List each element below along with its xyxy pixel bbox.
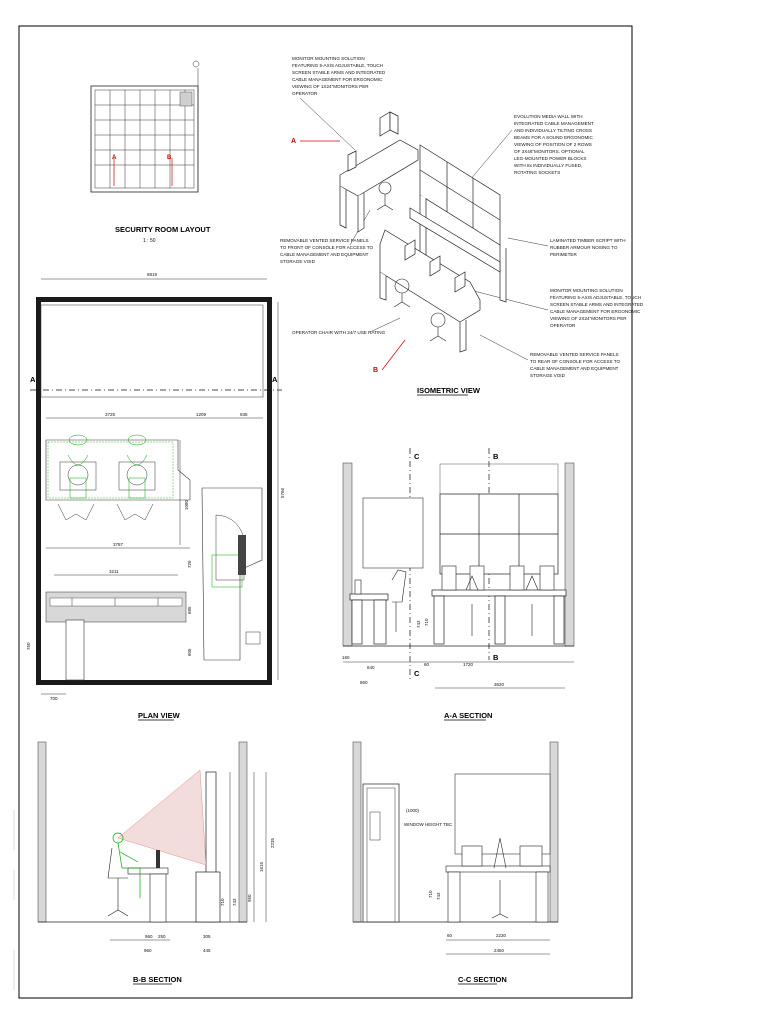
dim-605: 605 bbox=[187, 648, 192, 656]
note-monitor-a-6: OPERATOR bbox=[292, 91, 318, 96]
cc-window-label: WINDOW HEIGHT TBC bbox=[404, 822, 453, 827]
plan-marker-a-left: A bbox=[30, 375, 36, 384]
bb-dim-445: 445 bbox=[203, 948, 211, 953]
note-service-front-1: REMOVABLE VENTED SERVICE PANELS bbox=[280, 238, 369, 243]
note-media-wall-3: AND INDIVIDUALLY TILTING CROSS bbox=[514, 128, 592, 133]
note-monitor-b-1: MONITOR MOUNTING SOLUTION bbox=[550, 288, 623, 293]
bb-dim-305: 305 bbox=[203, 934, 211, 939]
note-service-front-2: TO FRONT OF CONSOLE FOR ACCESS TO bbox=[280, 245, 374, 250]
aa-marker-c-bottom: C bbox=[414, 669, 420, 678]
bb-dim-2235: 2235 bbox=[270, 837, 275, 848]
aa-dim-3620: 3620 bbox=[494, 682, 505, 687]
aa-dim-710: 710 bbox=[424, 618, 429, 626]
note-timber-2: RUBBER ARMOUR NOSING TO bbox=[550, 245, 618, 250]
note-service-front-4: STORAGE VOID bbox=[280, 259, 316, 264]
bb-section: 710 743 950 1615 2235 960 250 960 305 44… bbox=[37, 741, 275, 985]
aa-dim-743: 743 bbox=[416, 620, 421, 628]
isometric-title: ISOMETRIC VIEW bbox=[417, 386, 481, 395]
note-service-rear-3: CABLE MANAGEMENT AND EQUIPMENT bbox=[530, 366, 619, 371]
aa-dim-640: 640 bbox=[367, 665, 375, 670]
bb-dim-1615: 1615 bbox=[259, 861, 264, 872]
dim-3211: 3211 bbox=[109, 569, 119, 574]
cc-section: (1000) WINDOW HEIGHT TBC 743 710 60 2230… bbox=[352, 741, 559, 985]
dim-plan-width: 6819 bbox=[147, 272, 158, 277]
bb-title: B-B SECTION bbox=[133, 975, 182, 984]
bb-dim-250: 250 bbox=[158, 934, 166, 939]
iso-marker-a: A bbox=[291, 138, 296, 145]
dim-plan-height: 5766 bbox=[280, 487, 285, 498]
bb-dim-960b: 960 bbox=[144, 948, 152, 953]
cc-dim-743: 743 bbox=[436, 892, 441, 900]
key-marker-a: A bbox=[112, 155, 117, 161]
iso-marker-b: B bbox=[373, 367, 378, 374]
cc-title: C-C SECTION bbox=[458, 975, 507, 984]
note-media-wall-1: EVOLUTION MEDIA WALL WITH bbox=[514, 114, 583, 119]
note-media-wall-9: ROTATING SOCKETS bbox=[514, 170, 560, 175]
isometric-view: MONITOR MOUNTING SOLUTION FEATURING 5-AX… bbox=[280, 56, 644, 396]
note-media-wall-8: WITH 8x INDIVIDUALLY FUSED, bbox=[514, 163, 582, 168]
note-monitor-b-5: VIEWING OF 2X24"MONITORS PER bbox=[550, 316, 627, 321]
note-monitor-a-2: FEATURING 5-AXIS ADJUSTABLE, TOUCH bbox=[292, 63, 383, 68]
note-monitor-a-1: MONITOR MOUNTING SOLUTION bbox=[292, 56, 365, 61]
dim-685: 685 bbox=[187, 606, 192, 614]
aa-dim-60: 60 bbox=[424, 662, 430, 667]
aa-dim-860: 860 bbox=[360, 680, 368, 685]
note-monitor-b-4: CABLE MANAGEMENT FOR ERGONOMIC bbox=[550, 309, 641, 314]
note-monitor-a-4: CABLE MANAGEMENT FOR ERGONOMIC bbox=[292, 77, 383, 82]
note-timber-1: LAMINATED TIMBER SCRIPT WITH bbox=[550, 238, 626, 243]
note-service-rear-4: STORAGE VOID bbox=[530, 373, 566, 378]
note-monitor-b-6: OPERATOR bbox=[550, 323, 576, 328]
note-timber-3: PERIMETER bbox=[550, 252, 577, 257]
plan-marker-a-right: A bbox=[272, 375, 278, 384]
note-monitor-a-3: SCREEN STABLE ARMS AND INTEGRATED bbox=[292, 70, 386, 75]
aa-title: A-A SECTION bbox=[444, 711, 492, 720]
layout-scale: 1 : 50 bbox=[143, 238, 156, 244]
note-media-wall-2: INTEGRATED CABLE MANAGEMENT bbox=[514, 121, 594, 126]
bb-dim-950: 950 bbox=[247, 894, 252, 902]
note-media-wall-6: OF 3X46"MONITORS. OPTIONAL bbox=[514, 149, 585, 154]
note-monitor-a-5: VIEWING OF 1X24"MONITORS PER bbox=[292, 84, 369, 89]
note-chair: OPERATOR CHAIR WITH 24/7 USE RATING bbox=[292, 330, 386, 335]
bb-dim-960: 960 bbox=[145, 934, 153, 939]
dim-726: 726 bbox=[187, 560, 192, 568]
cc-dim-710: 710 bbox=[428, 890, 433, 898]
dim-1209: 1209 bbox=[196, 412, 207, 417]
cc-dim-2230: 2230 bbox=[496, 933, 507, 938]
dim-3787: 3787 bbox=[113, 542, 124, 547]
sheet-border bbox=[18, 25, 633, 999]
aa-dim-1720: 1720 bbox=[463, 662, 474, 667]
dim-750: 750 bbox=[26, 642, 31, 650]
dim-1080: 1080 bbox=[184, 499, 189, 510]
aa-marker-b-top: B bbox=[493, 452, 499, 461]
note-service-rear-2: TO REAR OF CONSOLE FOR ACCESS TO bbox=[530, 359, 621, 364]
dim-3725: 3725 bbox=[105, 412, 116, 417]
note-media-wall-5: VIEWING OF POSITION OF 2 ROWS bbox=[514, 142, 592, 147]
aa-dim-160: 160 bbox=[342, 655, 350, 660]
note-media-wall-7: LEG-MOUNTED POWER BLOCKS bbox=[514, 156, 587, 161]
note-service-front-3: CABLE MANAGEMENT AND EQUIPMENT bbox=[280, 252, 369, 257]
dim-700: 700 bbox=[50, 696, 58, 701]
plan-view: A A 6819 5766 3725 1209 935 1080 37 bbox=[26, 272, 285, 721]
key-plan: A B SECURITY ROOM LAYOUT 1 : 50 bbox=[90, 60, 211, 244]
plan-view-title: PLAN VIEW bbox=[138, 711, 181, 720]
note-service-rear-1: REMOVABLE VENTED SERVICE PANELS bbox=[530, 352, 619, 357]
aa-section: C C B B bbox=[342, 448, 575, 721]
bb-dim-710: 710 bbox=[220, 898, 225, 906]
cc-dim-2450: 2450 bbox=[494, 948, 505, 953]
aa-marker-b-bottom: B bbox=[493, 653, 499, 662]
note-media-wall-4: BEAMS FOR A SOUND ERGONOMIC bbox=[514, 135, 594, 140]
aa-marker-c-top: C bbox=[414, 452, 420, 461]
layout-title: SECURITY ROOM LAYOUT bbox=[115, 225, 211, 234]
cc-dim-60: 60 bbox=[447, 933, 453, 938]
cc-dim-window: (1000) bbox=[406, 808, 420, 813]
note-monitor-b-2: FEATURING 5-AXIS ADJUSTABLE, TOUCH bbox=[550, 295, 641, 300]
note-monitor-b-3: SCREEN STABLE ARMS AND INTEGRATED bbox=[550, 302, 644, 307]
dim-935: 935 bbox=[240, 412, 248, 417]
key-marker-b: B bbox=[167, 155, 172, 161]
bb-dim-743: 743 bbox=[232, 898, 237, 906]
